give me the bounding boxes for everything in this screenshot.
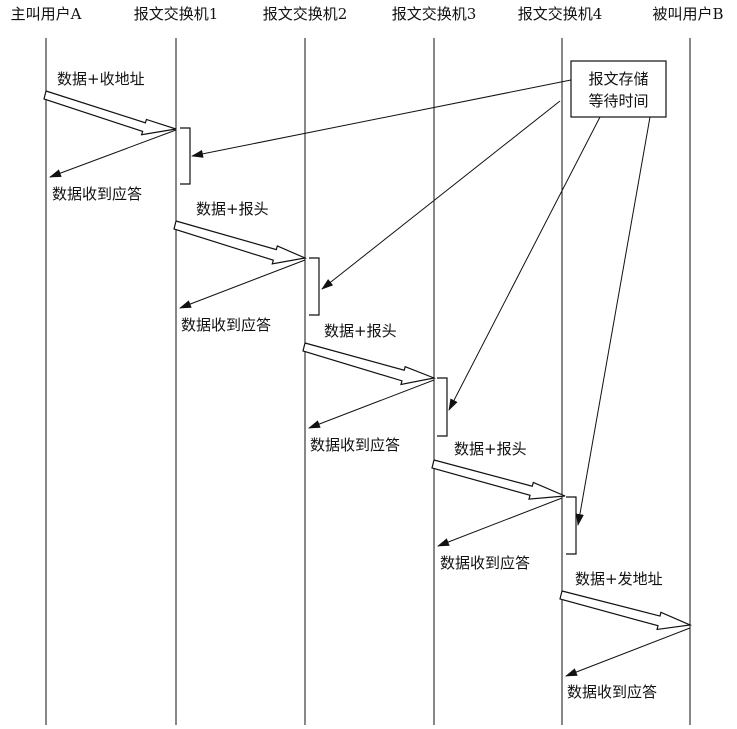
message-label-data-dest-addr: 数据+收地址: [57, 70, 145, 88]
note-pointer-switch-2: [321, 100, 561, 290]
forward-arrow-s2-to-s3: [302, 342, 437, 386]
forward-arrow-s1-to-s2: [173, 220, 308, 265]
lane-header-caller-a: 主叫用户A: [11, 5, 82, 23]
ack-arrow-s1-to-a: [49, 129, 177, 178]
storage-wait-note-line2: 等待时间: [588, 92, 648, 110]
note-pointer-switch-3: [448, 116, 601, 411]
note-pointer-switch-4: [575, 116, 651, 526]
message-label-ack-a: 数据收到应答: [52, 185, 142, 203]
message-label-data-src-addr: 数据+发地址: [575, 570, 663, 588]
lane-header-switch-4: 报文交换机4: [518, 5, 603, 23]
lane-header-switch-1: 报文交换机1: [134, 5, 219, 23]
storage-wait-note-box: [570, 60, 667, 118]
forward-arrow-s3-to-s4: [431, 459, 566, 500]
ack-arrow-s3-to-s2: [308, 379, 435, 429]
message-label-data-header-s3: 数据+报头: [454, 440, 527, 458]
message-label-ack-s1: 数据收到应答: [181, 316, 271, 334]
wait-bracket-switch-1: [180, 127, 191, 185]
ack-arrow-s4-to-s3: [437, 497, 563, 547]
wait-bracket-switch-2: [309, 257, 320, 316]
lane-header-switch-2: 报文交换机2: [263, 5, 348, 23]
storage-wait-note-line1: 报文存储: [588, 70, 648, 88]
note-pointer-switch-1: [191, 79, 572, 158]
wait-bracket-switch-3: [437, 377, 448, 437]
message-label-ack-s3: 数据收到应答: [440, 554, 530, 572]
ack-arrow-b-to-s4: [565, 627, 691, 677]
message-label-data-header-s1: 数据+报头: [196, 200, 269, 218]
message-label-ack-s4: 数据收到应答: [567, 683, 657, 701]
lane-header-switch-3: 报文交换机3: [392, 5, 477, 23]
message-label-ack-s2: 数据收到应答: [310, 436, 400, 454]
wait-bracket-switch-4: [566, 496, 577, 555]
message-label-data-header-s2: 数据+报头: [324, 322, 397, 340]
lane-header-callee-b: 被叫用户B: [652, 5, 723, 23]
forward-arrow-a-to-s1: [43, 90, 177, 136]
forward-arrow-s4-to-b: [559, 590, 693, 631]
ack-arrow-s2-to-s1: [179, 259, 306, 309]
